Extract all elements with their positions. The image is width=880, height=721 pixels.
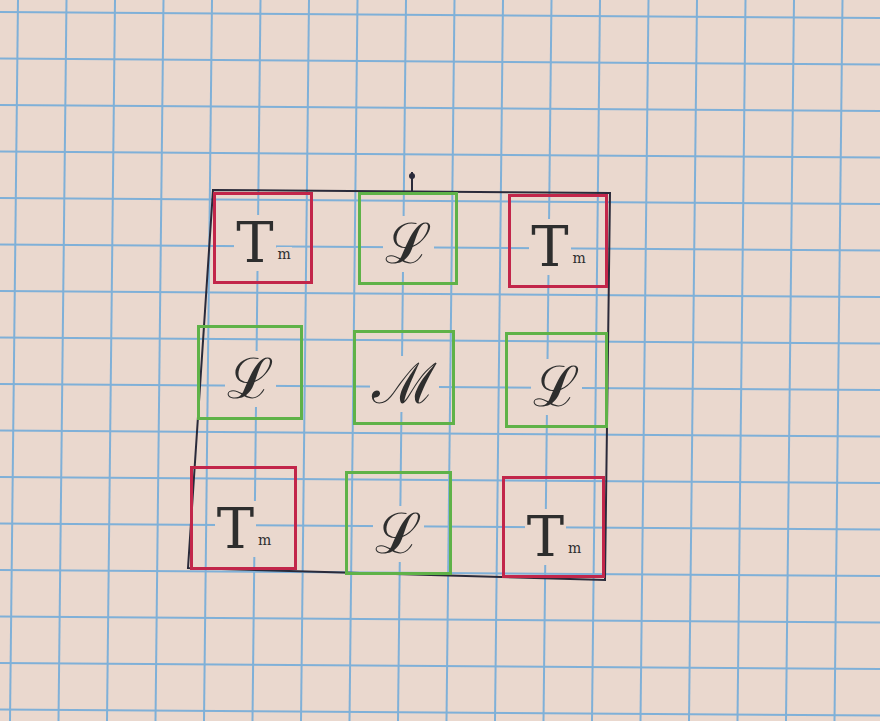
- grid-line: [0, 245, 880, 251]
- grid-line: [0, 105, 880, 111]
- symbol-letter: ℳ: [370, 356, 439, 412]
- symbol-letter: ℒ: [383, 216, 434, 272]
- grid-line: [786, 0, 794, 721]
- grid-line: [835, 0, 843, 721]
- symbol-letter: T: [215, 501, 256, 557]
- outer-square: [188, 190, 610, 580]
- edge-box: ℳ: [353, 330, 455, 425]
- grid-line: [0, 198, 880, 204]
- edge-box: ℒ: [345, 471, 452, 575]
- corner-box: Tm: [502, 476, 605, 578]
- subscript: m: [277, 247, 292, 261]
- grid-line: [738, 0, 746, 721]
- grid-line: [59, 0, 67, 721]
- grid-line: [156, 0, 164, 721]
- grid-line: [0, 663, 880, 669]
- corner-box: Tm: [190, 466, 297, 570]
- grid-line: [0, 524, 880, 530]
- grid-line: [0, 384, 880, 390]
- grid-line: [0, 338, 880, 344]
- subscript: m: [257, 533, 272, 547]
- grid-line: [0, 59, 880, 65]
- grid-line: [641, 0, 649, 721]
- grid-line: [10, 0, 18, 721]
- symbol-letter: T: [525, 509, 566, 565]
- symbol-letter: ℒ: [225, 351, 276, 407]
- symbol-letter: T: [529, 219, 570, 275]
- symbol-letter: T: [234, 215, 275, 271]
- edge-box: ℒ: [197, 325, 303, 420]
- subscript: m: [567, 541, 582, 555]
- edge-box: ℒ: [505, 332, 608, 428]
- grid-line: [0, 710, 880, 716]
- grid-line: [204, 0, 212, 721]
- subscript: m: [572, 251, 587, 265]
- grid-line: [689, 0, 697, 721]
- grid-line: [0, 12, 880, 18]
- corner-box: Tm: [213, 192, 313, 284]
- top-dot: [409, 173, 415, 179]
- edge-box: ℒ: [358, 192, 458, 285]
- corner-box: Tm: [508, 194, 608, 288]
- grid-line: [107, 0, 115, 721]
- symbol-letter: ℒ: [373, 506, 424, 562]
- grid-line: [0, 617, 880, 623]
- symbol-letter: ℒ: [531, 359, 582, 415]
- grid-line: [0, 477, 880, 483]
- grid-line: [0, 431, 880, 437]
- grid-line: [0, 152, 880, 158]
- grid-line: [0, 291, 880, 297]
